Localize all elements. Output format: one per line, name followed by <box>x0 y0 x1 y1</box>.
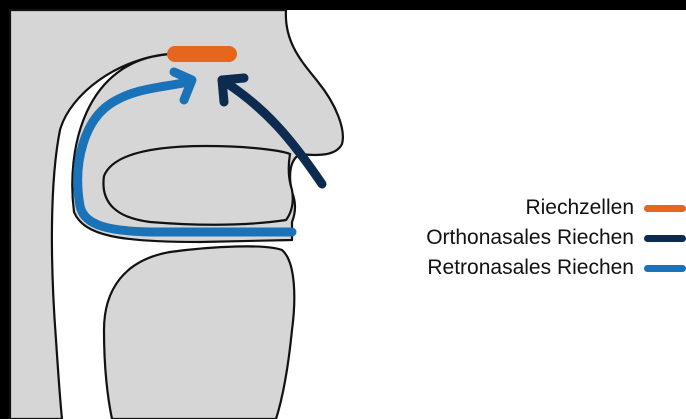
legend-item-retronasal: Retronasales Riechen <box>427 256 686 280</box>
legend-swatch-retronasal <box>644 265 686 272</box>
legend-swatch-olfactory-cells <box>644 205 686 212</box>
tongue-block <box>104 246 294 419</box>
legend-label-orthonasal: Orthonasales Riechen <box>426 226 634 250</box>
legend-label-retronasal: Retronasales Riechen <box>427 256 634 280</box>
frame-left <box>0 0 10 419</box>
olfactory-cells-mark <box>167 46 237 62</box>
palate-block <box>103 146 292 225</box>
legend-item-orthonasal: Orthonasales Riechen <box>426 226 686 250</box>
legend-item-olfactory-cells: Riechzellen <box>525 196 686 220</box>
legend-label-olfactory-cells: Riechzellen <box>525 196 634 220</box>
legend-swatch-orthonasal <box>644 235 686 242</box>
frame-top <box>0 0 686 10</box>
